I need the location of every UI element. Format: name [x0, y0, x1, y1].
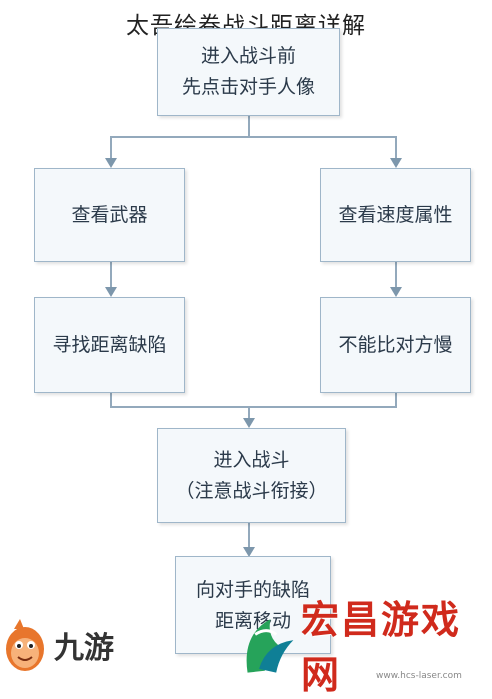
node-compare-label: 不能比对方慢 — [338, 333, 453, 356]
arrow-to-check-weapon — [105, 158, 117, 168]
node-check-weapon-label: 查看武器 — [71, 203, 148, 226]
node-enter-battle-line-1: 进入战斗 — [213, 448, 290, 471]
connector-merge-down — [248, 406, 250, 420]
arrow-to-find-gap — [105, 287, 117, 297]
connector-merge-horizontal — [110, 406, 397, 408]
connector-compare-down — [395, 393, 397, 407]
node-start-line-2: 先点击对手人像 — [181, 76, 315, 98]
arrow-to-enter-battle — [243, 418, 255, 428]
node-enter-battle: 进入战斗 （注意战斗衔接） — [157, 428, 346, 523]
connector-speed-compare — [395, 262, 397, 288]
node-check-speed: 查看速度属性 — [320, 168, 471, 262]
arrow-to-check-speed — [390, 158, 402, 168]
node-compare: 不能比对方慢 — [320, 297, 471, 393]
arrow-to-compare — [390, 287, 402, 297]
mascot-logo-icon — [6, 619, 44, 671]
node-find-gap-label: 寻找距离缺陷 — [52, 333, 167, 356]
watermark-right-text: 宏昌游戏网 — [301, 597, 462, 697]
watermark-right-url: www.hcs-laser.com — [376, 671, 462, 681]
connector-start-down — [248, 116, 250, 136]
watermark-right: 宏昌游戏网 www.hcs-laser.com — [238, 598, 492, 697]
node-check-weapon: 查看武器 — [34, 168, 185, 262]
node-enter-battle-line-2: （注意战斗衔接） — [175, 479, 328, 502]
node-find-gap: 寻找距离缺陷 — [34, 297, 185, 393]
node-start: 进入战斗前 先点击对手人像 — [157, 28, 340, 116]
watermark-left: 九游 — [0, 610, 130, 680]
connector-split-horizontal — [110, 136, 396, 138]
arrow-to-move — [243, 547, 255, 557]
leaf-logo-icon — [246, 618, 294, 673]
node-move-line-2: 距离移动 — [214, 610, 291, 632]
connector-gap-down — [110, 393, 112, 407]
watermark-left-text: 九游 — [54, 631, 114, 666]
connector-weapon-gap — [110, 262, 112, 288]
connector-battle-move — [248, 523, 250, 549]
connector-right-down — [395, 136, 397, 160]
connector-left-down — [110, 136, 112, 160]
node-start-line-1: 进入战斗前 — [200, 45, 296, 67]
node-check-speed-label: 查看速度属性 — [338, 203, 453, 226]
node-move-line-1: 向对手的缺陷 — [195, 579, 310, 601]
